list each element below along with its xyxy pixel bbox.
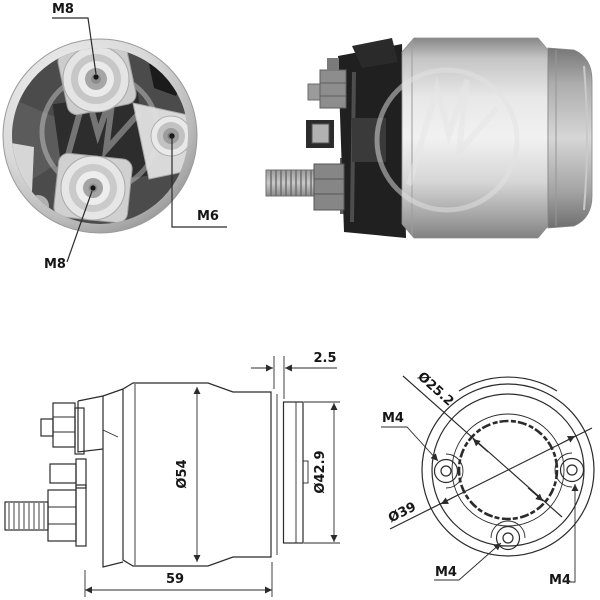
rear-outline [421,376,595,557]
terminal-aux-callout: M6 [169,133,227,228]
solenoid-end-cap [2,38,198,234]
hole-right-label: M4 [549,573,571,588]
rear-end-cap [547,47,593,229]
terminal-top-label: M8 [52,2,74,17]
dim-overall-length-label: 59 [166,572,184,587]
dim-rear-diameter: Ø42.9 [304,401,340,544]
hole-bottom-label: M4 [435,565,457,580]
terminal-stud-bottom [53,152,133,224]
dim-rear-diameter-label: Ø42.9 [313,450,328,493]
dim-bore-diameter-label: Ø25.2 [414,369,456,409]
terminal-bottom-callout: M8 [44,185,96,272]
mount-hole-bottom [490,520,526,551]
dim-body-diameter-label: Ø54 [175,459,190,488]
mount-hole-right [554,452,585,488]
terminal-stud-small [307,58,347,109]
side-outline [4,382,309,568]
hole-right-callout: M4 [549,484,579,588]
dim-rear-gap-label: 2.5 [313,351,336,366]
solenoid-side-body [265,37,593,239]
hole-bottom-callout: M4 [434,542,502,581]
side-view-photo [265,37,593,239]
stud-top-outline [40,402,85,455]
side-view-drawing: Ø54 2.5 Ø42.9 59 [4,351,340,597]
bore-circle [457,419,559,521]
hole-left-callout: M4 [381,411,439,462]
dim-overall-length: 59 [84,562,273,597]
end-view-photo: M8 M6 M8 [2,2,227,272]
spade-outline [49,458,87,489]
spade-terminal [306,120,334,148]
stud-bottom-outline [4,484,87,547]
lightning-circle-watermark-icon [374,67,520,213]
terminal-aux-label: M6 [197,209,219,224]
terminal-top-callout: M8 [52,2,99,80]
threaded-stud [265,163,345,211]
terminal-bottom-label: M8 [44,257,66,272]
dim-rear-gap: 2.5 [251,351,337,399]
rear-view-drawing: Ø25.2 Ø39 M4 M4 M4 [381,369,595,588]
hole-left-label: M4 [382,411,404,426]
mount-hole-left [433,453,464,489]
dim-body-diameter: Ø54 [175,387,201,562]
